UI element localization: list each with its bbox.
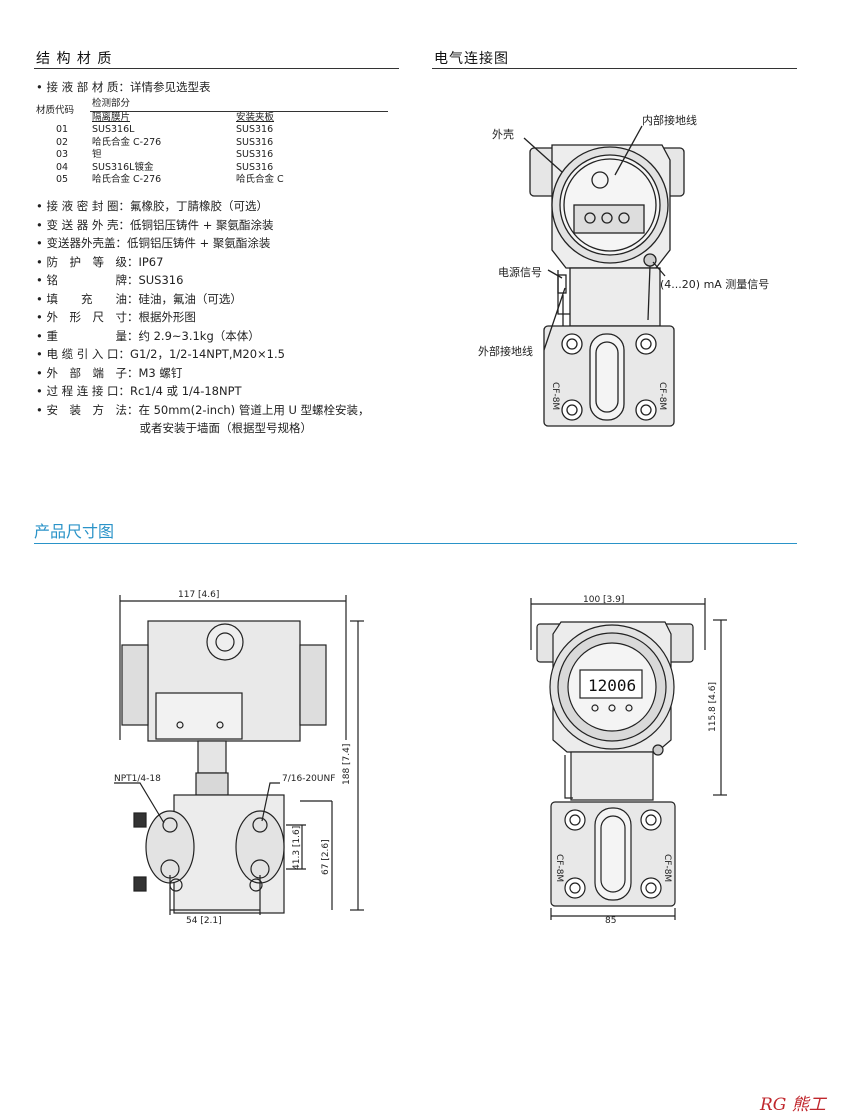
flange-mark-left: CF-8M [550, 382, 560, 410]
side-view-drawing: 117 [4.6] 188 [7.4] 67 [2.6] 41.3 [1.6] … [114, 590, 364, 926]
dimensions-title: 产品尺寸图 [34, 522, 115, 541]
electrical-rule [432, 68, 797, 69]
label-signal: (4...20) mA 测量信号 [660, 278, 769, 291]
structure-rule [34, 68, 399, 69]
spec-fill: • 填 充 油：硅油，氟油（可选） [36, 291, 242, 306]
spec-process: • 过 程 连 接 口：Rc1/4 或 1/4-18NPT [36, 384, 242, 398]
label-inner-ground: 内部接地线 [642, 113, 697, 127]
flange-mark-front-left: CF-8M [554, 854, 564, 882]
front-view-drawing: 12006 100 [3.9] 115.8 [4.6] 85 CF-8M CF-… [530, 595, 727, 925]
spec-seal: • 接 液 密 封 圈：氟橡胶，丁腈橡胶（可选） [36, 199, 269, 213]
dim-npt: NPT1/4-18 [114, 774, 161, 784]
th-code: 材质代码 [36, 104, 75, 116]
spec-list: • 接 液 密 封 圈：氟橡胶，丁腈橡胶（可选） • 变 送 器 外 壳：低铜铝… [36, 197, 370, 438]
dimensions-rule [34, 543, 797, 544]
spec-housing: • 变 送 器 外 壳：低铜铝压铸件 + 聚氨酯涂装 [36, 217, 274, 232]
spec-nameplate: • 铭 牌：SUS316 [36, 273, 184, 287]
dim-width: 117 [4.6] [178, 590, 219, 600]
dim-41: 41.3 [1.6] [292, 826, 302, 870]
spec-ip: • 防 护 等 级：IP67 [36, 254, 164, 269]
spec-cover: • 变送器外壳盖：低铜铝压铸件 + 聚氨酯涂装 [36, 236, 271, 250]
wetted-material: • 接 液 部 材 质：详情参见选型表 [36, 80, 211, 94]
structure-title: 结 构 材 质 [36, 51, 113, 67]
spec-mount: • 安 装 方 法：在 50mm(2-inch) 管道上用 U 型螺栓安装， [36, 402, 370, 417]
dim-unf: 7/16-20UNF [282, 774, 335, 784]
spec-cable: • 电 缆 引 入 口：G1/2，1/2-14NPT,M20×1.5 [36, 347, 285, 361]
label-shell: 外壳 [492, 127, 514, 141]
spec-dimension: • 外 形 尺 寸：根据外形图 [36, 310, 196, 324]
brand-logo: RG 熊工 [760, 1095, 826, 1115]
dim-height-right: 115.8 [4.6] [708, 682, 718, 732]
label-outer-ground: 外部接地线 [478, 344, 533, 358]
dim-bottom-right: 85 [605, 916, 616, 925]
dim-67: 67 [2.6] [321, 839, 331, 875]
dim-height: 188 [7.4] [342, 744, 352, 785]
flange-mark-right: CF-8M [657, 382, 667, 410]
spec-weight: • 重 量：约 2.9~3.1kg（本体） [36, 328, 260, 343]
flange-mark-front-right: CF-8M [662, 854, 672, 882]
spec-terminal: • 外 部 端 子：M3 螺钉 [36, 365, 183, 380]
spec-mount-2: 或者安装于墙面（根据型号规格） [36, 421, 312, 435]
lcd-display: 12006 [588, 676, 636, 695]
th-group: 检测部分 [90, 98, 388, 112]
th-diaphragm: 隔离膜片 [92, 111, 131, 123]
th-flange: 安装夹板 [236, 111, 275, 123]
electrical-title: 电气连接图 [434, 51, 509, 67]
dim-width-right: 100 [3.9] [583, 595, 624, 605]
wiring-diagram: 内部接地线 外壳 电源信号 (4...20) mA 测量信号 外部接地线 CF-… [478, 113, 769, 427]
dim-54: 54 [2.1] [186, 916, 222, 926]
label-power: 电源信号 [498, 265, 542, 279]
